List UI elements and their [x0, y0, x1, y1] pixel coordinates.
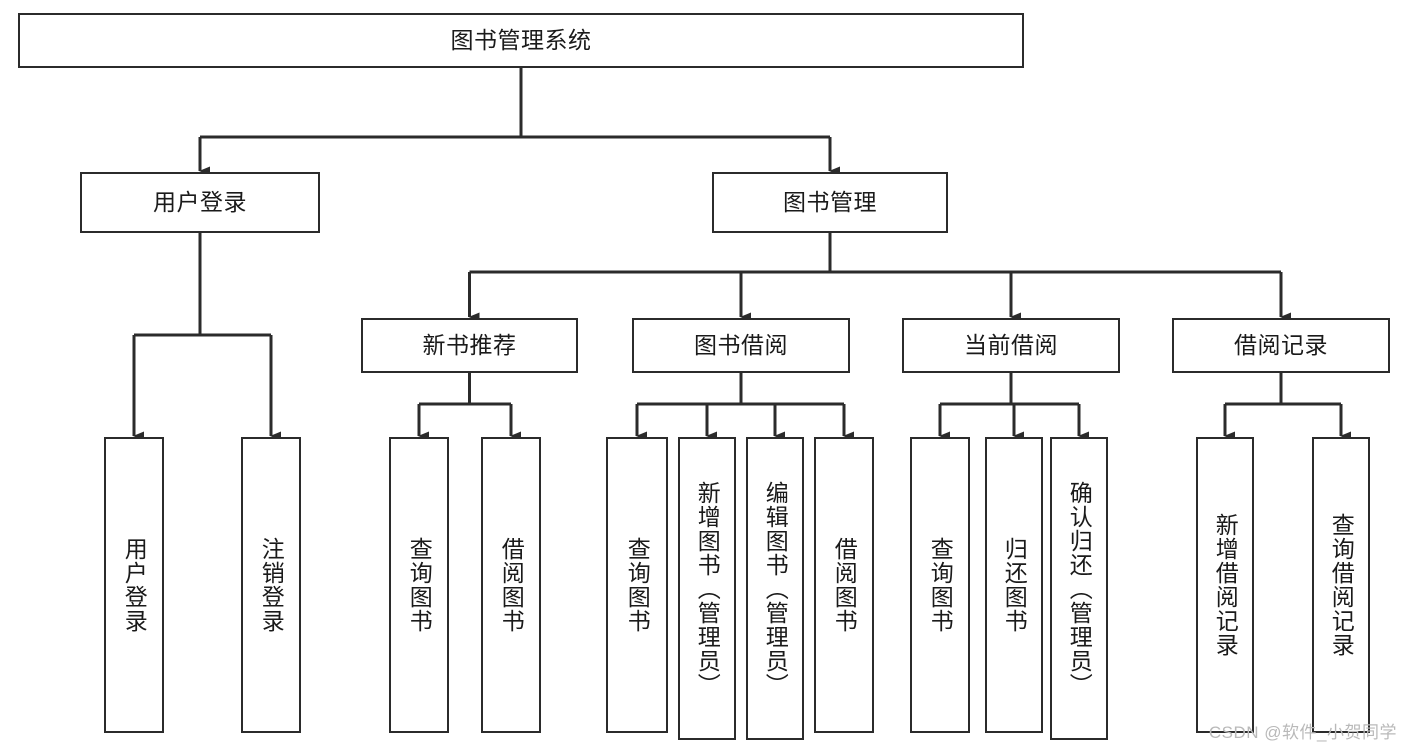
node-label: 图书借阅: [694, 331, 788, 358]
node-book-borrow[interactable]: 图书借阅: [632, 318, 850, 373]
node-book-manage[interactable]: 图书管理: [712, 172, 948, 233]
node-label: 用户登录: [153, 188, 247, 215]
node-label: 查询图书: [406, 537, 433, 633]
node-label: 确认归还（管理员）: [1066, 480, 1093, 697]
node-label: 查询图书: [927, 537, 954, 633]
node-leaf-confirm[interactable]: 确认归还（管理员）: [1050, 437, 1108, 740]
node-label: 归还图书: [1001, 537, 1028, 633]
node-label: 当前借阅: [964, 331, 1058, 358]
node-label: 编辑图书（管理员）: [762, 480, 789, 697]
node-label: 查询借阅记录: [1328, 513, 1355, 657]
node-leaf-query-3[interactable]: 查询图书: [910, 437, 970, 733]
node-current-borrow[interactable]: 当前借阅: [902, 318, 1120, 373]
node-leaf-query-rec[interactable]: 查询借阅记录: [1312, 437, 1370, 733]
node-label: 新增图书（管理员）: [694, 480, 721, 697]
node-label: 新增借阅记录: [1212, 513, 1239, 657]
node-label: 注销登录: [258, 537, 285, 633]
node-leaf-borrow-1[interactable]: 借阅图书: [481, 437, 541, 733]
node-leaf-query-1[interactable]: 查询图书: [389, 437, 449, 733]
node-new-book-rec[interactable]: 新书推荐: [361, 318, 578, 373]
node-leaf-add-rec[interactable]: 新增借阅记录: [1196, 437, 1254, 733]
node-borrow-record[interactable]: 借阅记录: [1172, 318, 1390, 373]
node-label: 图书管理系统: [450, 26, 592, 53]
node-label: 查询图书: [624, 537, 651, 633]
watermark: CSDN @软件_小贺同学: [1208, 723, 1397, 742]
node-label: 借阅图书: [498, 537, 525, 633]
node-leaf-add-book[interactable]: 新增图书（管理员）: [678, 437, 736, 740]
node-leaf-query-2[interactable]: 查询图书: [606, 437, 668, 733]
node-label: 图书管理: [783, 188, 877, 215]
node-leaf-edit-book[interactable]: 编辑图书（管理员）: [746, 437, 804, 740]
node-label: 借阅记录: [1234, 331, 1328, 358]
node-label: 用户登录: [121, 537, 148, 633]
edge-lines: [132, 68, 1351, 441]
node-leaf-logout[interactable]: 注销登录: [241, 437, 301, 733]
node-leaf-borrow-2[interactable]: 借阅图书: [814, 437, 874, 733]
node-label: 新书推荐: [422, 331, 517, 358]
node-leaf-return[interactable]: 归还图书: [985, 437, 1043, 733]
node-root[interactable]: 图书管理系统: [18, 13, 1024, 68]
node-label: 借阅图书: [831, 537, 858, 633]
node-user-login[interactable]: 用户登录: [80, 172, 320, 233]
node-leaf-user-login[interactable]: 用户登录: [104, 437, 164, 733]
